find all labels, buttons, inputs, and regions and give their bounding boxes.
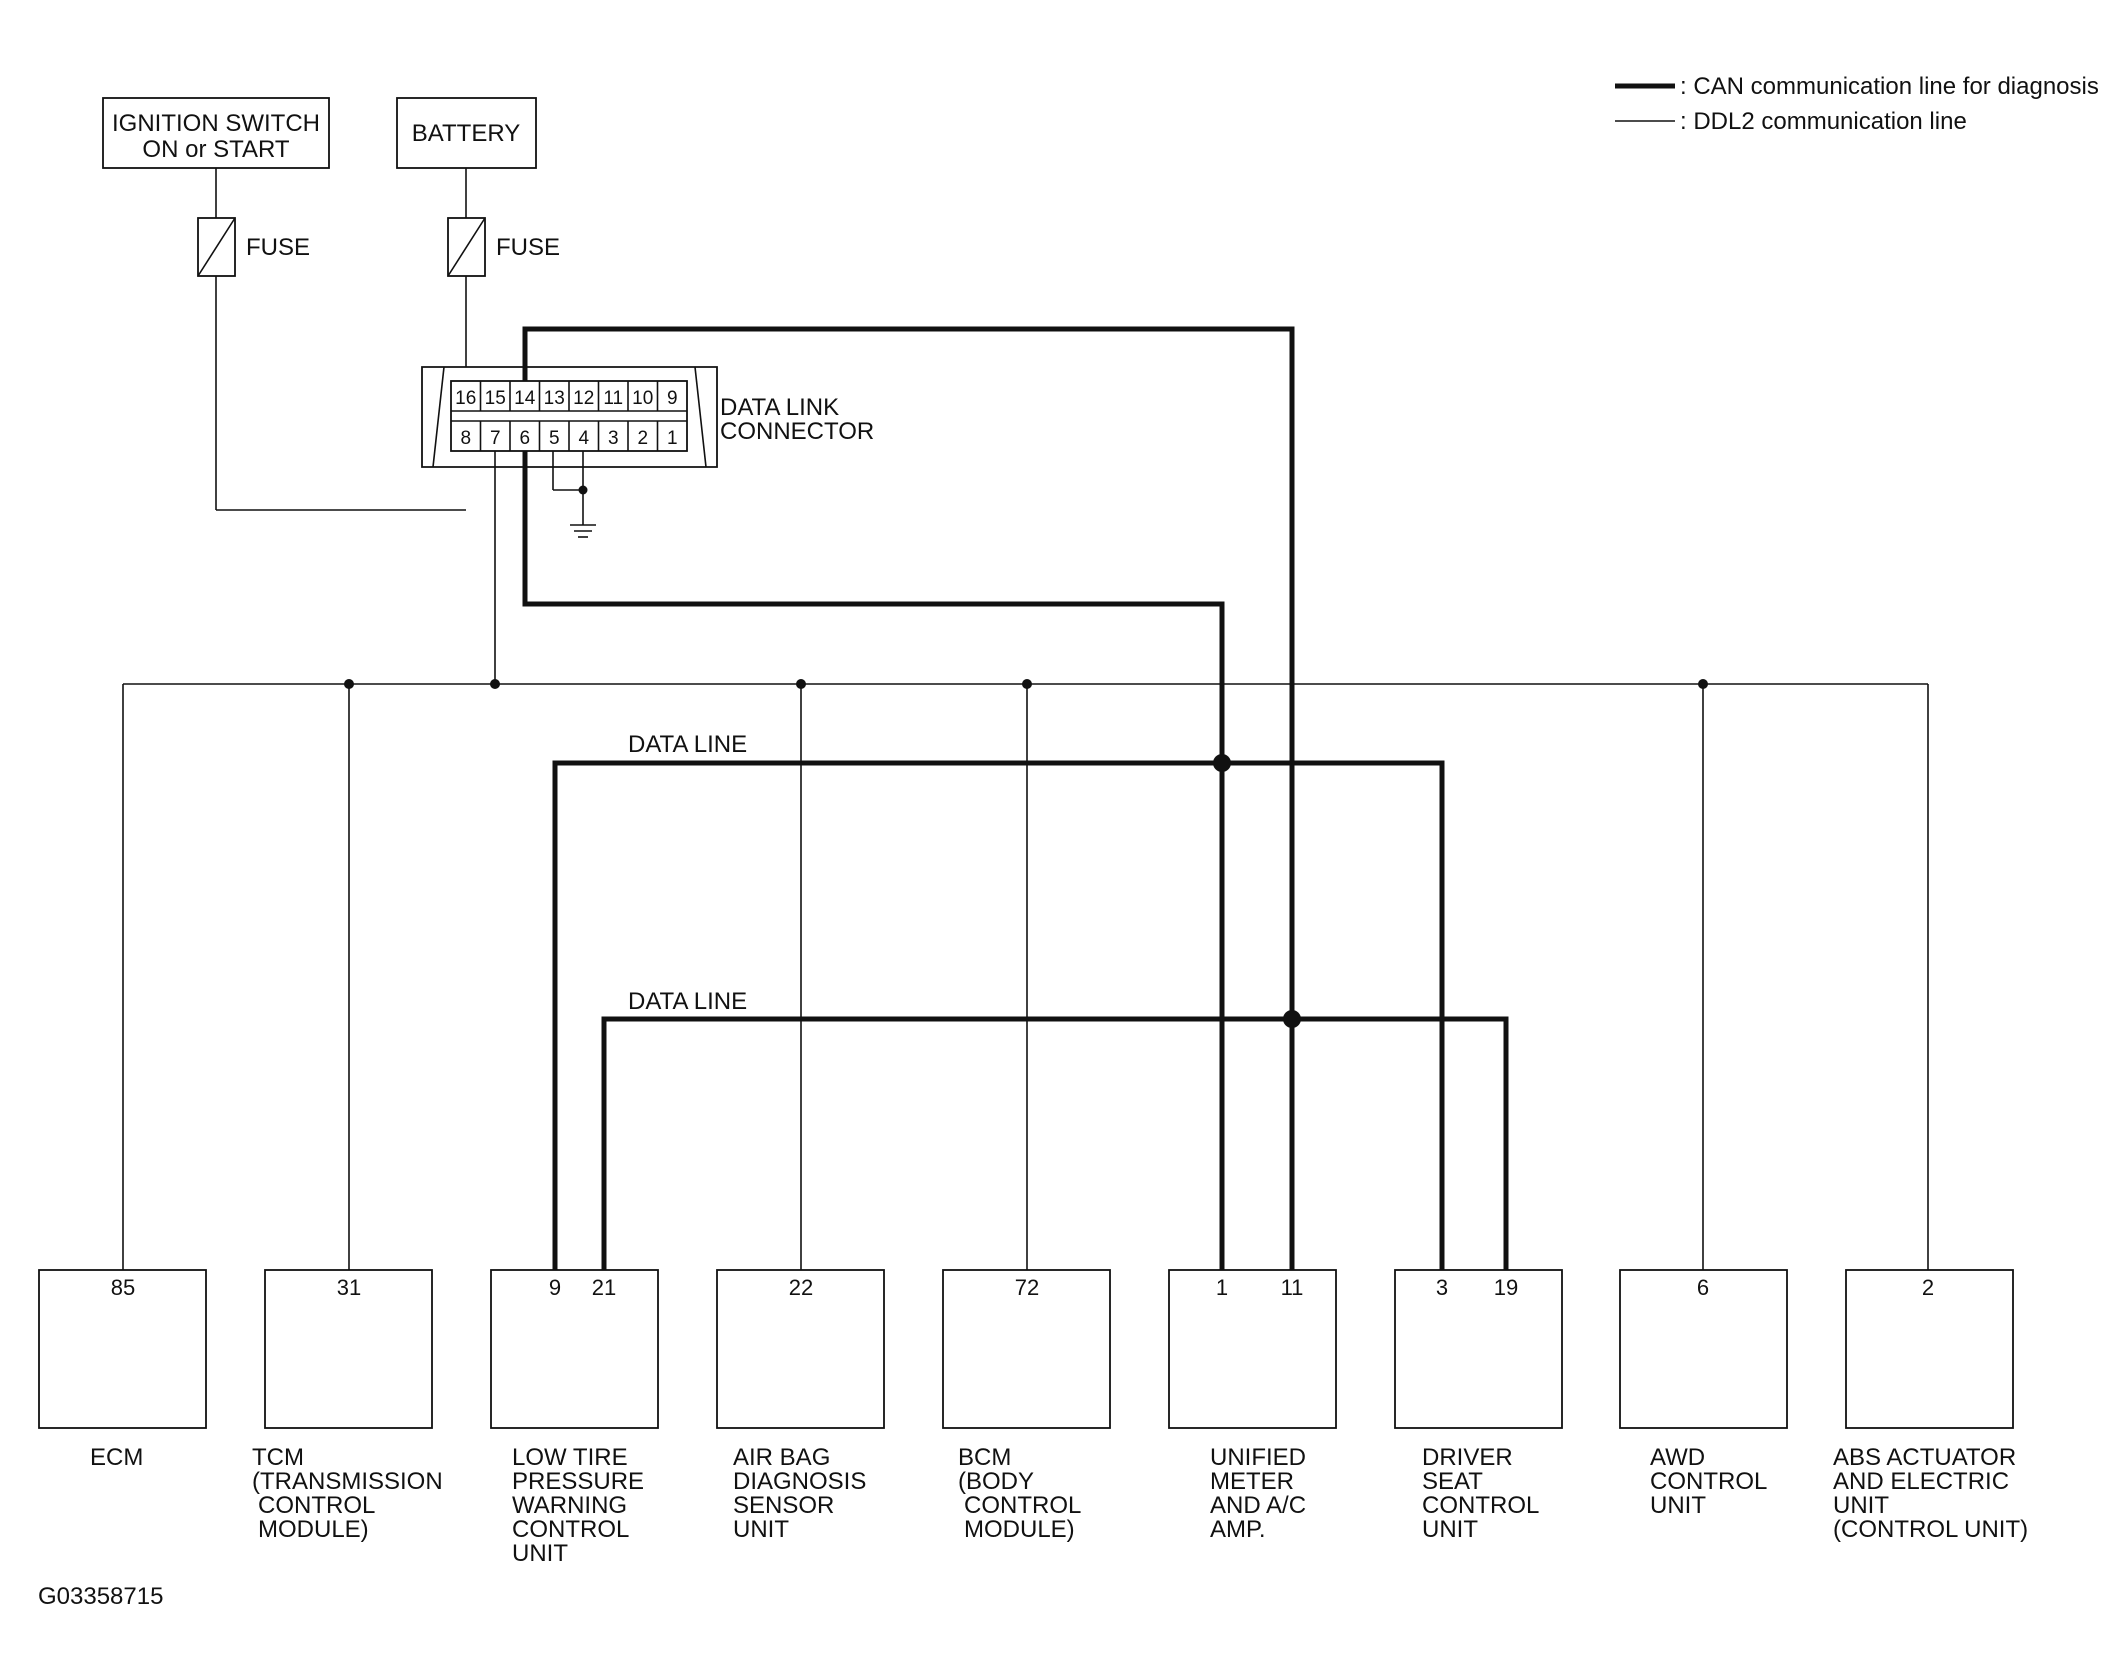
- unit-label-line: (BODY: [958, 1468, 1034, 1495]
- dlc-pin-bottom: 5: [549, 428, 560, 449]
- unit-label-line: CONTROL: [512, 1516, 629, 1543]
- fuse-battery-label: FUSE: [496, 234, 560, 261]
- fuse-battery: [447, 217, 486, 277]
- unit-label-line: PRESSURE: [512, 1468, 644, 1495]
- unit-label-line: DRIVER: [1422, 1444, 1513, 1471]
- unit-label-line: SEAT: [1422, 1468, 1483, 1495]
- unit-label-line: AND A/C: [1210, 1492, 1306, 1519]
- unit-label-line: WARNING: [512, 1492, 627, 1519]
- ignition-switch-label-2: ON or START: [142, 136, 289, 163]
- dlc-pin-bottom: 1: [667, 428, 678, 449]
- unit-label-line: UNIT: [512, 1540, 568, 1567]
- unit-label-line: MODULE): [964, 1516, 1075, 1543]
- unit-pin-number: 31: [337, 1275, 361, 1300]
- figure-code: G03358715: [38, 1583, 163, 1610]
- unit-label-line: CONTROL: [1650, 1468, 1767, 1495]
- unit-pin-number: 9: [549, 1275, 561, 1300]
- battery-box: BATTERY: [396, 97, 537, 169]
- unit-pin-number: 6: [1697, 1275, 1709, 1300]
- dlc-pin-bottom: 6: [519, 428, 530, 449]
- dlc-pin-top: 12: [573, 388, 594, 409]
- fuse-ignition: [197, 217, 236, 277]
- unit-label-line: AMP.: [1210, 1516, 1266, 1543]
- legend: : CAN communication line for diagnosis :…: [1615, 73, 2099, 135]
- unit-label-line: UNIT: [1650, 1492, 1706, 1519]
- dlc-pin-bottom: 3: [608, 428, 619, 449]
- dlc-pin-bottom: 2: [637, 428, 648, 449]
- dlc-pin-top: 11: [603, 388, 623, 409]
- dlc-pin-top: 9: [667, 388, 678, 409]
- unit-label-line: CONTROL: [1422, 1492, 1539, 1519]
- dlc-pin-top: 16: [455, 388, 476, 409]
- unit-pin-number: 3: [1436, 1275, 1448, 1300]
- unit-label-line: UNIT: [1833, 1492, 1889, 1519]
- data-link-connector: 16 8 15 7 14 6 13 5 12 4 11 3 10 29 1: [421, 366, 718, 468]
- dlc-pin-bottom: 8: [460, 428, 471, 449]
- ignition-switch-box: IGNITION SWITCH ON or START: [102, 97, 330, 169]
- unit-label-line: (TRANSMISSION: [252, 1468, 443, 1495]
- unit-label-line: UNIT: [1422, 1516, 1478, 1543]
- unit-label-line: ECM: [90, 1444, 143, 1471]
- unit-label-line: CONTROL: [258, 1492, 375, 1519]
- data-line-label-upper: DATA LINE: [628, 731, 747, 758]
- unit-label-line: AND ELECTRIC: [1833, 1468, 2009, 1495]
- unit-label-line: DIAGNOSIS: [733, 1468, 866, 1495]
- can-lines: [522, 326, 1509, 1270]
- unit-label-line: AIR BAG: [733, 1444, 830, 1471]
- data-line-label-lower: DATA LINE: [628, 988, 747, 1015]
- unit-label-line: BCM: [958, 1444, 1011, 1471]
- unit-label-line: UNIFIED: [1210, 1444, 1306, 1471]
- dlc-pin-top: 15: [485, 388, 506, 409]
- dlc-pin-bottom: 7: [490, 428, 501, 449]
- fuse-ignition-label: FUSE: [246, 234, 310, 261]
- unit-pin-number: 85: [111, 1275, 135, 1300]
- ddl2-bus: [122, 451, 1929, 1270]
- unit-pin-number: 22: [789, 1275, 813, 1300]
- dlc-label-2: CONNECTOR: [720, 418, 874, 445]
- unit-pin-number: 11: [1281, 1275, 1304, 1300]
- unit-pin-number: 19: [1494, 1275, 1518, 1300]
- unit-label-line: TCM: [252, 1444, 304, 1471]
- battery-label: BATTERY: [412, 120, 520, 147]
- dlc-pin-bottom: 4: [578, 428, 589, 449]
- unit-label-line: MODULE): [258, 1516, 369, 1543]
- unit-label-line: ABS ACTUATOR: [1833, 1444, 2016, 1471]
- unit-label-line: METER: [1210, 1468, 1294, 1495]
- legend-can-text: : CAN communication line for diagnosis: [1680, 73, 2099, 100]
- dlc-pin-top: 14: [514, 388, 536, 409]
- unit-pin-number: 1: [1216, 1275, 1228, 1300]
- unit-label-line: (CONTROL UNIT): [1833, 1516, 2028, 1543]
- unit-label-line: AWD: [1650, 1444, 1705, 1471]
- dlc-label-1: DATA LINK: [720, 394, 839, 421]
- ground-symbol: [570, 524, 596, 538]
- unit-pin-number: 72: [1015, 1275, 1039, 1300]
- dlc-pin-top: 13: [544, 388, 565, 409]
- unit-label-line: UNIT: [733, 1516, 789, 1543]
- unit-label-line: LOW TIRE: [512, 1444, 628, 1471]
- unit-label-line: SENSOR: [733, 1492, 834, 1519]
- unit-label-line: CONTROL: [964, 1492, 1081, 1519]
- unit-pin-number: 2: [1922, 1275, 1934, 1300]
- ignition-switch-label-1: IGNITION SWITCH: [112, 110, 320, 137]
- unit-pin-number: 21: [592, 1275, 616, 1300]
- legend-ddl2-text: : DDL2 communication line: [1680, 108, 1967, 135]
- dlc-pin-top: 10: [632, 388, 653, 409]
